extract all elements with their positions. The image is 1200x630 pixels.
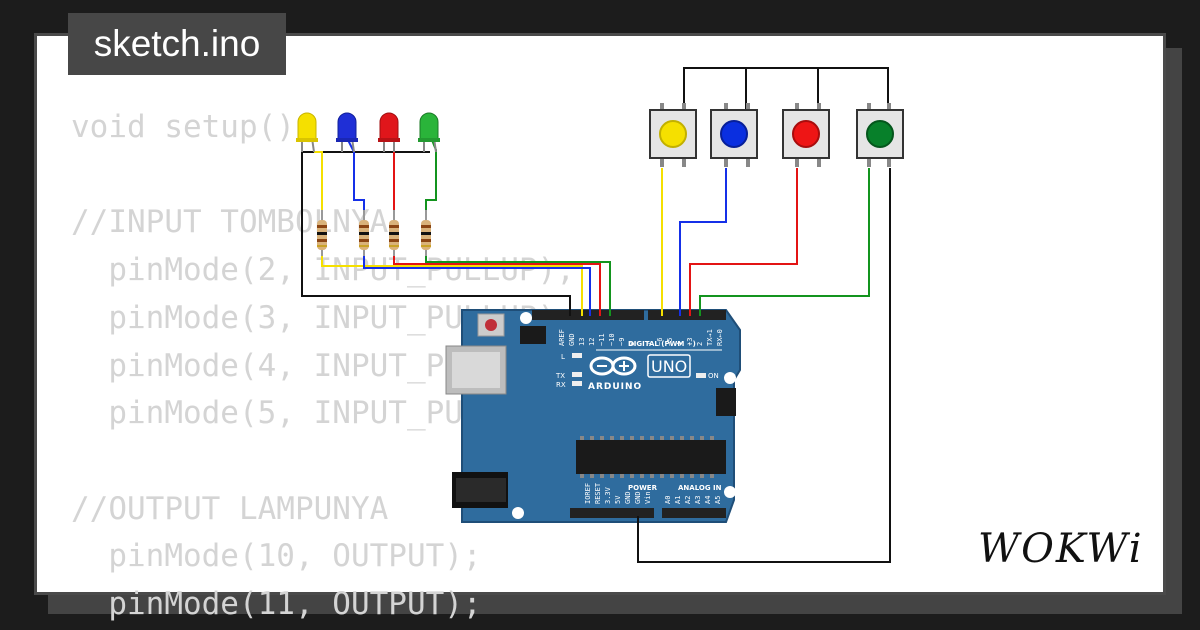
mount-hole [724,486,736,498]
pin-label: RX←0 [716,329,724,346]
leds [296,112,440,153]
led-red[interactable] [378,112,400,152]
led-yellow[interactable] [296,112,318,153]
pin-label: GND [624,491,632,504]
digital-header-label: DIGITAL (PWM ~) [628,340,696,348]
wire-button-gnd[interactable] [637,168,891,563]
on-led [696,373,706,378]
wire-green-button[interactable] [699,168,870,316]
pin-label: A5 [714,496,722,504]
power-header-label: POWER [628,484,658,492]
pushbutton-yellow[interactable] [649,103,697,167]
code-line: pinMode(3, INPUT_PULLUP); [71,299,575,336]
wire-blue-led[interactable] [347,139,365,215]
code-line: pinMode(10, OUTPUT); [71,538,482,575]
code-line: pinMode(11, OUTPUT); [71,586,482,623]
code-line: //OUTPUT LAMPUNYA [71,490,389,527]
pin-label: TX→1 [706,329,714,346]
arduino-uno-board[interactable]: AREF GND 13 12 ~11 ~10 ~9 8 7 ~6 ~5 4 ~3… [445,309,741,523]
arduino-logo [589,356,637,376]
pin-label: A0 [664,496,672,504]
power-jack-inner [456,478,506,502]
wire-blue-to-pin[interactable] [363,252,591,316]
wire-blue-button[interactable] [679,168,727,316]
pin-label: A2 [684,496,692,504]
pushbuttons [649,103,904,167]
pin-label: GND [634,491,642,504]
pin-label: ~10 [608,333,616,346]
pin-label: 4 [676,342,684,346]
l-led-label: L [561,353,565,361]
pin-label: A1 [674,496,682,504]
atmega-chip [576,440,726,474]
pin-label: GND [568,333,576,346]
wire-red-to-pin[interactable] [393,252,601,316]
analog-header-label: ANALOG IN [678,484,722,492]
wire-green-to-pin[interactable] [425,252,611,316]
icsp-header [520,326,546,344]
rx-led [572,381,582,386]
mount-hole [520,312,532,324]
pin-label: ~9 [618,338,626,346]
pushbutton-green[interactable] [856,103,904,167]
pin-label: 7 [646,342,654,346]
mount-hole [724,372,736,384]
pin-label: IOREF [584,483,592,504]
pin-label: 13 [578,338,586,346]
resistor[interactable] [359,210,369,256]
pin-label: 3.3V [604,486,612,504]
pin-label: RESET [594,482,602,504]
tx-led [572,372,582,377]
pin-label: Vin [644,491,652,504]
pin-label: ~5 [666,338,674,346]
wire-button-rail[interactable] [683,67,889,110]
pin-label: A3 [694,496,702,504]
uno-box [647,354,691,378]
rx-label: RX [556,381,566,389]
pushbutton-red[interactable] [782,103,830,167]
code-preview: void setup(){ //INPUT TOMBOLNYA pinMode(… [71,104,575,629]
wire-yellow-led[interactable] [314,151,323,215]
l-led [572,353,582,358]
wires [301,67,891,563]
pin-label: ~6 [656,338,664,346]
led-blue[interactable] [336,112,358,153]
wire-red-button[interactable] [689,168,798,316]
uno-label: UNO [651,357,687,376]
resistor[interactable] [317,210,327,256]
pushbutton-blue[interactable] [710,103,758,167]
on-label: ON [708,372,719,380]
digital-header-1 [532,310,644,320]
reset-button-cap [485,319,497,331]
pin-label: ~11 [598,333,606,346]
resistor[interactable] [389,210,399,256]
pin-label: AREF [558,329,566,346]
wokwi-logo: WOKWi [978,526,1144,572]
resistor[interactable] [421,210,431,256]
digital-header-2 [648,310,726,320]
arduino-label: ARDUINO [588,382,642,392]
mount-hole [512,507,524,519]
code-line: pinMode(2, INPUT_PULLUP); [71,252,575,289]
power-header [570,508,654,518]
analog-header [662,508,726,518]
wire-led-gnd[interactable] [301,140,571,316]
tx-label: TX [555,372,565,380]
icsp-header-2 [716,388,736,416]
pin-label: A4 [704,496,712,504]
file-name-tab: sketch.ino [68,13,286,75]
pin-label: ~3 [686,338,694,346]
led-green[interactable] [418,112,440,153]
code-line: void setup(){ [71,109,314,145]
pin-label: 2 [696,342,704,346]
pin-label: 12 [588,338,596,346]
pin-label: 5V [614,495,622,504]
usb-port-inner [452,352,500,388]
resistors [317,210,431,256]
pin-label: 8 [628,342,636,346]
chip-pins [580,436,714,478]
wire-yellow-to-pin[interactable] [321,252,583,316]
